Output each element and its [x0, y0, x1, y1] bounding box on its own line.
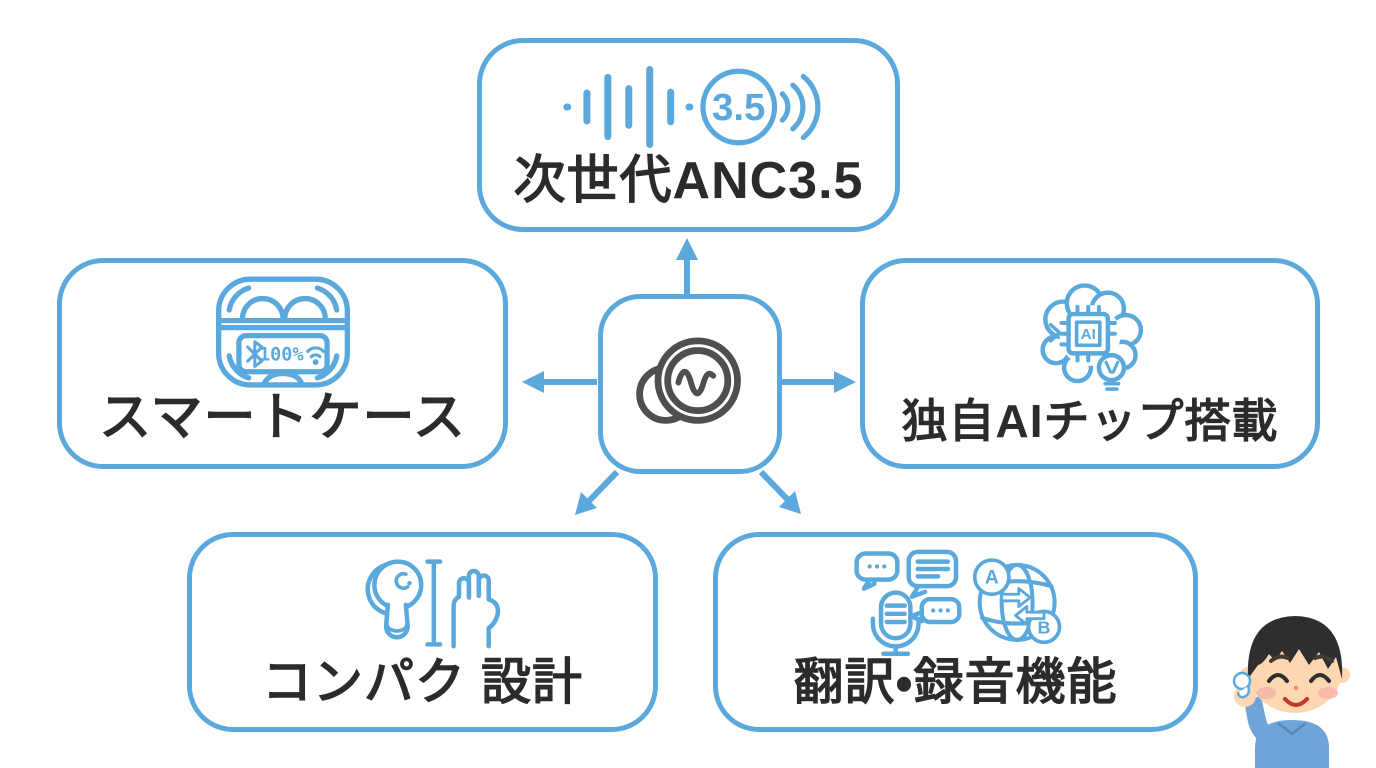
signal-icon — [305, 346, 325, 365]
mascot-nose — [1293, 685, 1299, 691]
anc-version-text: 3.5 — [712, 86, 765, 129]
bluetooth-icon — [245, 340, 263, 368]
bubble-dots — [867, 564, 950, 613]
smart-case-icon: 100% — [215, 276, 350, 388]
mascot-mouth — [1283, 697, 1309, 707]
chip-label-text: AI — [1081, 326, 1096, 343]
mascot-eye-right — [1309, 673, 1331, 683]
lang-a-text: A — [984, 567, 998, 589]
mascot-hair — [1247, 616, 1343, 679]
mascot-collar — [1277, 722, 1307, 736]
arrow-right-icon — [781, 371, 856, 393]
speech-bubbles-icon — [853, 549, 961, 625]
ai-chip-icon — [1066, 311, 1111, 356]
feature-box-compact: コンパク 設計 — [187, 532, 658, 732]
feature-label-ai-chip: 独自AIチップ搭載 — [901, 395, 1279, 447]
feature-box-ai-chip: AI 独自AIチップ搭載 — [860, 258, 1320, 469]
feature-box-translate-record: A B 翻訳・録音機能 — [713, 532, 1198, 732]
arrow-down-left-icon — [575, 469, 620, 515]
feature-label-smart-case: スマートケース — [99, 389, 466, 447]
center-logo-box — [598, 294, 782, 474]
feature-label-anc: 次世代ANC3.5 — [513, 152, 864, 210]
mascot-arm — [1244, 696, 1279, 747]
ai-brain-chip-icon: AI — [1040, 283, 1144, 391]
arrow-left-icon — [522, 371, 597, 393]
earbud-size-hand-icon — [365, 559, 500, 649]
brand-earbud-wave-logo-icon — [636, 337, 741, 424]
earbud-in-hand-icon — [1232, 671, 1252, 699]
feature-box-anc: 3.5 次世代ANC3.5 — [477, 38, 900, 232]
battery-level-text: 100% — [258, 344, 303, 365]
feature-label-translate-record: 翻訳・録音機能 — [793, 654, 1118, 710]
feature-label-compact: コンパク 設計 — [262, 654, 583, 710]
mic-translate-globe-icon: A B — [853, 549, 1061, 656]
swap-arrows-icon — [999, 587, 1045, 626]
arrow-up-icon — [676, 238, 698, 296]
soundwave-anc-icon: 3.5 — [562, 65, 821, 149]
mascot-eye-left — [1267, 673, 1289, 683]
hand-icon — [450, 568, 500, 649]
lightbulb-icon — [1096, 352, 1127, 391]
person-holding-earbud-illustration — [1232, 616, 1350, 768]
feature-box-smart-case: 100% スマートケース — [57, 258, 508, 469]
arrow-down-right-icon — [758, 469, 801, 514]
microphone-icon — [870, 590, 921, 656]
lang-b-text: B — [1037, 617, 1050, 637]
